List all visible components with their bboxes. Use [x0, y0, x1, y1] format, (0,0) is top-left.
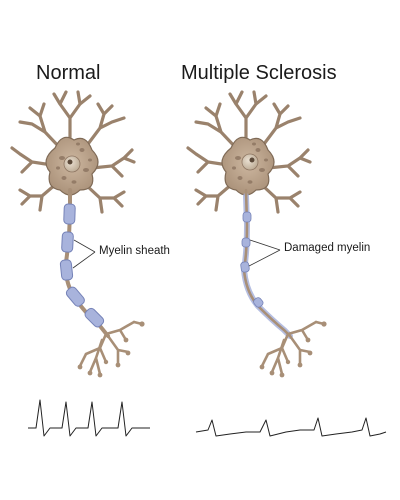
- damaged-myelin-fragments: [240, 211, 264, 308]
- ms-nucleus: [241, 153, 259, 171]
- ms-axon-terminals: [260, 320, 326, 376]
- normal-nucleus: [63, 155, 81, 173]
- ms-neuron: [186, 90, 327, 378]
- ms-signal-trace: [195, 417, 387, 437]
- myelin-sheath-callout-lines: [72, 239, 96, 269]
- ms-axon: [242, 188, 292, 338]
- damaged-myelin-label: Damaged myelin: [284, 242, 371, 254]
- ms-terminal-knobs: [259, 321, 327, 378]
- title-multiple-sclerosis: Multiple Sclerosis: [181, 62, 337, 84]
- normal-signal-trace: [28, 399, 150, 437]
- myelin-sheath-segments: [59, 203, 105, 328]
- normal-neuron: [10, 90, 145, 378]
- normal-dendrites: [10, 90, 136, 214]
- normal-cell-spots: [56, 142, 92, 184]
- ms-dendrites: [186, 90, 312, 214]
- normal-axon-terminals: [78, 320, 144, 376]
- normal-terminal-knobs: [77, 321, 145, 378]
- ms-cell-spots: [232, 142, 268, 184]
- title-normal: Normal: [36, 62, 101, 84]
- myelin-sheath-label: Myelin sheath: [99, 245, 170, 257]
- damaged-myelin-callout-lines: [248, 239, 281, 267]
